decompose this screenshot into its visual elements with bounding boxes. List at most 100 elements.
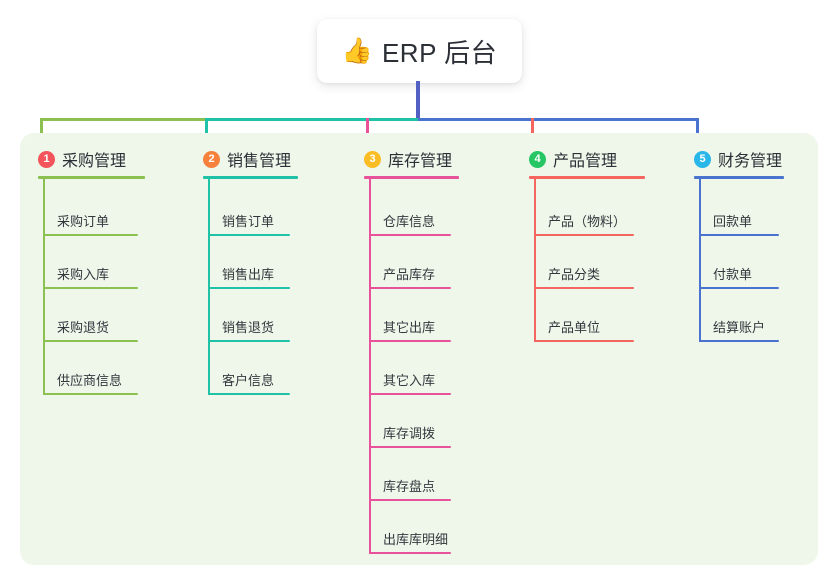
leaf-label: 产品库存: [383, 267, 436, 282]
leaf-node[interactable]: 出库库明细: [369, 528, 451, 554]
leaf-node[interactable]: 客户信息: [208, 369, 290, 395]
leaf-underline: [208, 393, 290, 395]
branch-underline-5: [694, 176, 784, 179]
branch-drop-4: [531, 118, 534, 147]
branch-drop-3: [366, 118, 369, 147]
leaf-underline: [369, 393, 451, 395]
branch-header-4[interactable]: 4 产品管理: [529, 147, 617, 171]
branch-title-2: 销售管理: [227, 153, 292, 170]
leaf-node[interactable]: 销售出库: [208, 263, 290, 289]
leaf-underline: [43, 234, 138, 236]
branch-underline-3: [364, 176, 459, 179]
leaf-node[interactable]: 其它入库: [369, 369, 451, 395]
leaf-underline: [43, 287, 138, 289]
branch-header-5[interactable]: 5 财务管理: [694, 147, 782, 171]
trunk-segment-2: [205, 118, 418, 121]
leaf-node[interactable]: 采购退货: [43, 316, 138, 342]
leaf-underline: [208, 234, 290, 236]
leaf-node[interactable]: 销售退货: [208, 316, 290, 342]
branches-panel: [20, 133, 818, 565]
leaf-underline: [369, 234, 451, 236]
leaf-underline: [43, 393, 138, 395]
branch-title-5: 财务管理: [718, 153, 783, 170]
branch-underline-4: [529, 176, 645, 179]
leaf-label: 仓库信息: [383, 214, 436, 229]
leaf-underline: [369, 446, 451, 448]
branch-badge-5: 5: [694, 150, 711, 168]
leaf-label: 销售订单: [222, 214, 275, 229]
branch-spine-5: [699, 176, 701, 342]
leaf-label: 销售退货: [222, 320, 275, 335]
leaf-label: 采购退货: [57, 320, 110, 335]
leaf-node[interactable]: 库存盘点: [369, 475, 451, 501]
leaf-node[interactable]: 仓库信息: [369, 210, 451, 236]
branch-badge-2: 2: [203, 150, 220, 168]
leaf-label: 回款单: [713, 214, 753, 229]
leaf-label: 其它出库: [383, 320, 436, 335]
leaf-label: 供应商信息: [57, 373, 123, 388]
leaf-underline: [534, 234, 634, 236]
leaf-underline: [208, 287, 290, 289]
leaf-node[interactable]: 产品库存: [369, 263, 451, 289]
leaf-underline: [369, 340, 451, 342]
leaf-label: 产品单位: [548, 320, 601, 335]
leaf-label: 采购入库: [57, 267, 110, 282]
branch-header-2[interactable]: 2 销售管理: [203, 147, 291, 171]
leaf-underline: [369, 287, 451, 289]
leaf-label: 出库库明细: [383, 532, 449, 547]
leaf-node[interactable]: 供应商信息: [43, 369, 138, 395]
branch-badge-3: 3: [364, 150, 381, 168]
leaf-underline: [369, 552, 451, 554]
trunk-segment-1: [40, 118, 205, 121]
branch-header-1[interactable]: 1 采购管理: [38, 147, 126, 171]
leaf-node[interactable]: 回款单: [699, 210, 779, 236]
root-node[interactable]: 👍 ERP 后台: [317, 19, 522, 83]
branch-spine-3: [369, 176, 371, 554]
leaf-node[interactable]: 销售订单: [208, 210, 290, 236]
branch-title-4: 产品管理: [553, 153, 618, 170]
leaf-label: 采购订单: [57, 214, 110, 229]
leaf-node[interactable]: 产品（物料）: [534, 210, 634, 236]
branch-drop-5: [696, 118, 699, 147]
branch-title-3: 库存管理: [388, 153, 453, 170]
leaf-node[interactable]: 其它出库: [369, 316, 451, 342]
leaf-underline: [208, 340, 290, 342]
branch-drop-1: [40, 118, 43, 147]
leaf-label: 其它入库: [383, 373, 436, 388]
branch-spine-1: [43, 176, 45, 395]
branch-header-3[interactable]: 3 库存管理: [364, 147, 452, 171]
leaf-label: 库存调拨: [383, 426, 436, 441]
leaf-node[interactable]: 产品分类: [534, 263, 634, 289]
leaf-node[interactable]: 结算账户: [699, 316, 779, 342]
leaf-node[interactable]: 采购入库: [43, 263, 138, 289]
leaf-underline: [534, 287, 634, 289]
leaf-label: 销售出库: [222, 267, 275, 282]
branch-badge-1: 1: [38, 150, 55, 168]
branch-underline-1: [38, 176, 145, 179]
branch-title-1: 采购管理: [62, 153, 127, 170]
branch-spine-2: [208, 176, 210, 395]
leaf-label: 客户信息: [222, 373, 275, 388]
root-stem-connector: [416, 81, 420, 121]
leaf-label: 付款单: [713, 267, 753, 282]
branch-spine-4: [534, 176, 536, 342]
thumbs-up-icon: 👍: [341, 36, 373, 65]
branch-drop-2: [205, 118, 208, 147]
leaf-node[interactable]: 产品单位: [534, 316, 634, 342]
branch-underline-2: [203, 176, 298, 179]
leaf-label: 产品分类: [548, 267, 601, 282]
leaf-label: 结算账户: [713, 320, 766, 335]
leaf-underline: [699, 234, 779, 236]
leaf-node[interactable]: 采购订单: [43, 210, 138, 236]
leaf-node[interactable]: 库存调拨: [369, 422, 451, 448]
leaf-underline: [699, 340, 779, 342]
leaf-node[interactable]: 付款单: [699, 263, 779, 289]
leaf-underline: [369, 499, 451, 501]
branch-badge-4: 4: [529, 150, 546, 168]
leaf-underline: [43, 340, 138, 342]
root-title: ERP 后台: [381, 37, 498, 68]
trunk-segment-3: [418, 118, 697, 121]
leaf-label: 库存盘点: [383, 479, 436, 494]
leaf-underline: [699, 287, 779, 289]
